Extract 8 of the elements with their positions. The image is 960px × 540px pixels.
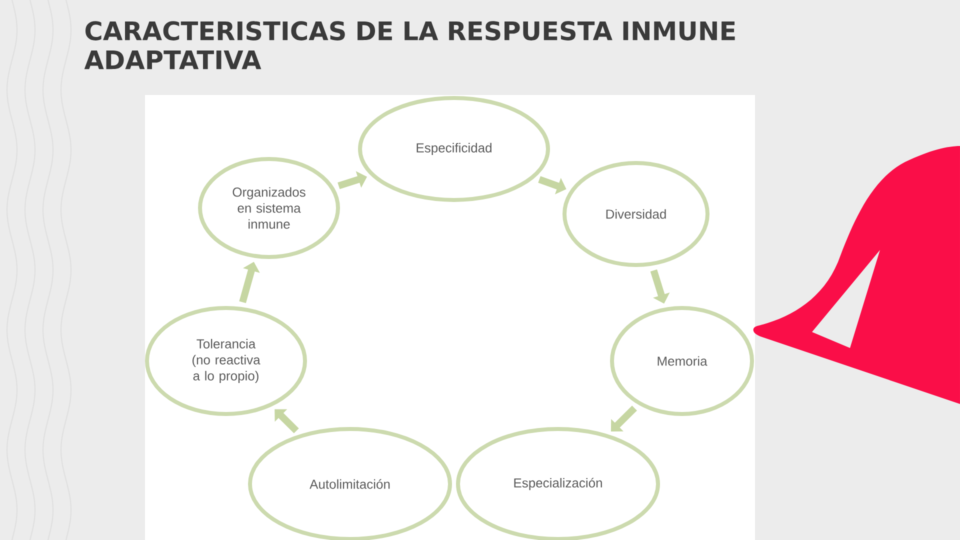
arrow [610, 406, 637, 432]
title: CARACTERISTICAS DE LA RESPUESTA INMUNE ADAPTATIVA [84, 21, 735, 70]
oval: Tolerancia (no reactiva a lo propio) [145, 306, 307, 416]
oval: Organizados en sistema inmune [198, 157, 340, 259]
oval: Memoria [610, 306, 754, 416]
oval: Diversidad [562, 161, 710, 267]
oval: Especificidad [358, 96, 550, 202]
arrow [274, 409, 299, 434]
